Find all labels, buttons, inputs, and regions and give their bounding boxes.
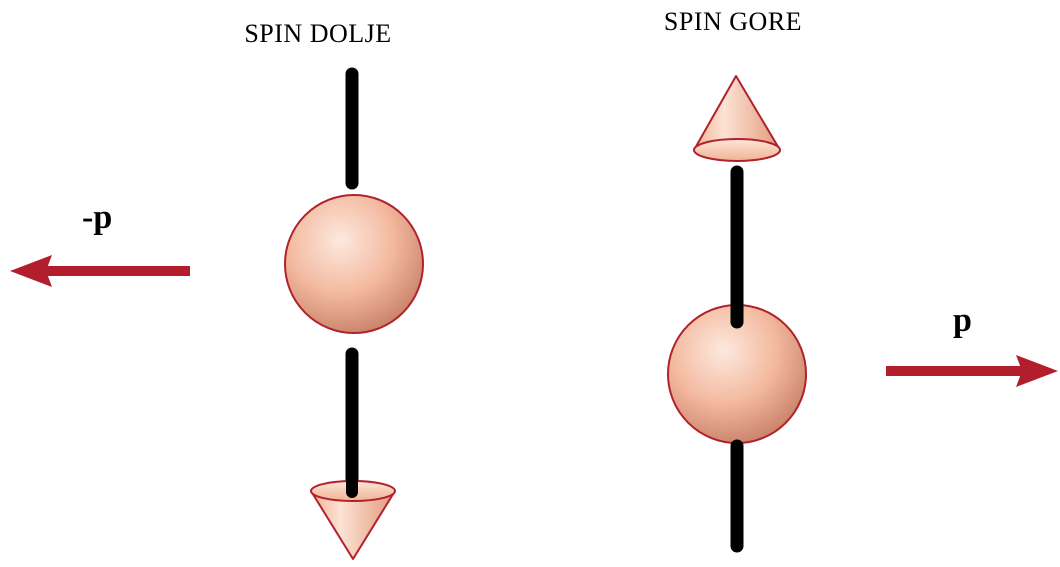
- spin-up-particle: SPIN GORE p: [664, 7, 1058, 546]
- spin-up-title: SPIN GORE: [664, 7, 802, 36]
- momentum-right-arrow: [886, 355, 1058, 387]
- momentum-left-arrow: [10, 255, 190, 287]
- momentum-right-label: p: [953, 302, 972, 339]
- spin-up-arrowhead-cone: [694, 76, 780, 161]
- spin-down-particle: SPIN DOLJE -p: [10, 19, 423, 559]
- momentum-left-label: -p: [82, 199, 112, 236]
- spin-down-arrowhead-cone: [311, 470, 395, 559]
- spin-down-title: SPIN DOLJE: [244, 19, 391, 48]
- spin-down-sphere: [285, 195, 423, 333]
